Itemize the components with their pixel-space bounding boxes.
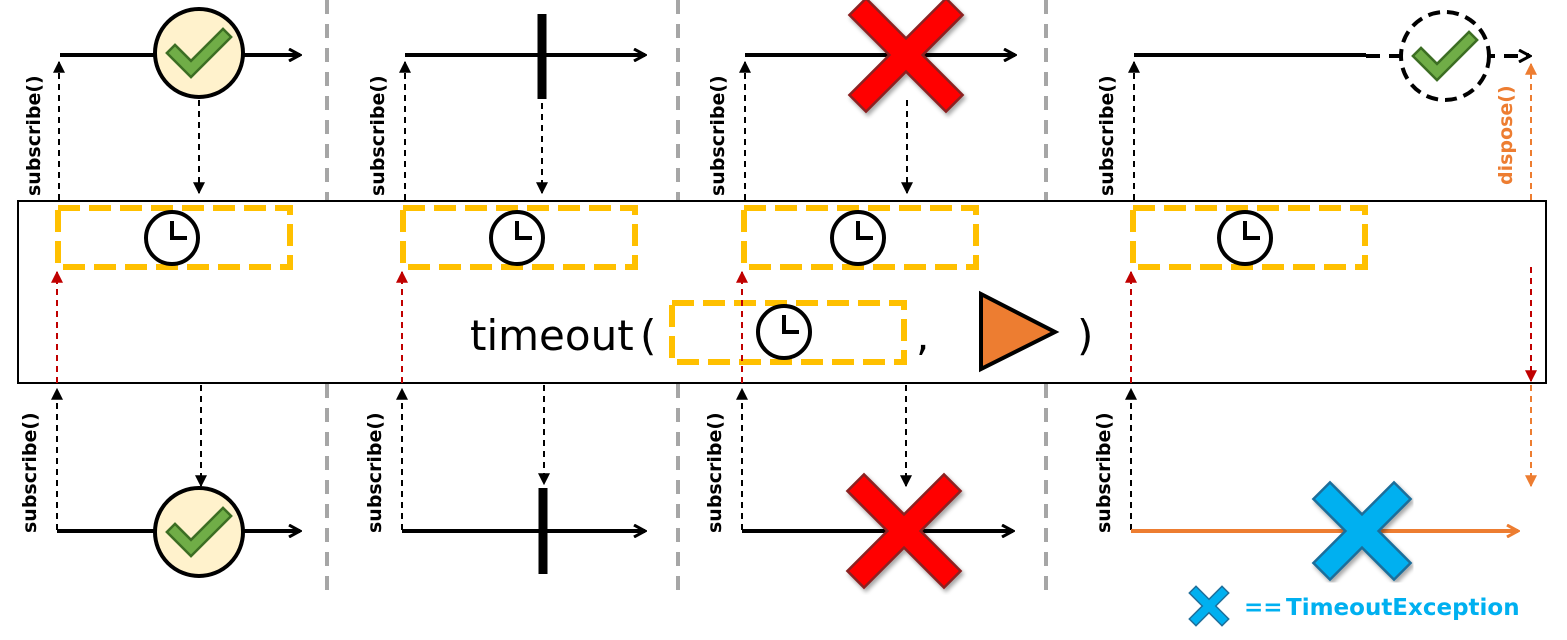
- operator-open-paren: (: [640, 311, 656, 360]
- legend-equals: ==: [1244, 595, 1283, 621]
- subscribe-label: subscribe(): [23, 75, 45, 196]
- completion-check-icon: [155, 9, 243, 97]
- clock-icon: [489, 210, 545, 266]
- timeout-parameter-box: [669, 300, 907, 365]
- operator-comma: ,: [916, 311, 929, 360]
- scenario-completion-bar: subscribe() subscribe(): [364, 14, 645, 574]
- timer-box: [741, 205, 979, 270]
- subscribe-label: subscribe(): [1096, 75, 1118, 196]
- fallback-triangle-icon: [979, 290, 1060, 373]
- subscribe-label: subscribe(): [19, 412, 41, 533]
- scenario-complete: subscribe() subscribe(): [19, 9, 300, 576]
- timeout-exception-x-icon: [1311, 480, 1413, 582]
- subscribe-label: subscribe(): [1093, 412, 1115, 533]
- operator-name: timeout: [470, 311, 634, 360]
- subscribe-label: subscribe(): [367, 75, 389, 196]
- timer-box: [1130, 205, 1368, 270]
- legend-exception-label: TimeoutException: [1286, 595, 1520, 621]
- scenario-error: subscribe() subscribe(): [704, 15, 1015, 571]
- dispose-label: dispose(): [1495, 85, 1517, 185]
- scenario-timeout: subscribe() dispose() subscribe(): [1093, 10, 1537, 582]
- subscribe-label: subscribe(): [364, 412, 386, 533]
- clock-icon: [1217, 210, 1273, 266]
- clock-icon: [144, 210, 200, 266]
- timer-box: [55, 205, 293, 270]
- clock-icon: [756, 304, 812, 360]
- timer-box: [400, 205, 638, 270]
- operator-close-paren: ): [1077, 311, 1093, 360]
- completion-check-icon: [155, 488, 243, 576]
- subscribe-label: subscribe(): [707, 75, 729, 196]
- legend: == TimeoutException: [1188, 585, 1520, 627]
- subscribe-label: subscribe(): [704, 412, 726, 533]
- clock-icon: [830, 210, 886, 266]
- timeout-exception-x-icon: [1188, 585, 1230, 627]
- late-completion-check-icon: [1399, 10, 1491, 102]
